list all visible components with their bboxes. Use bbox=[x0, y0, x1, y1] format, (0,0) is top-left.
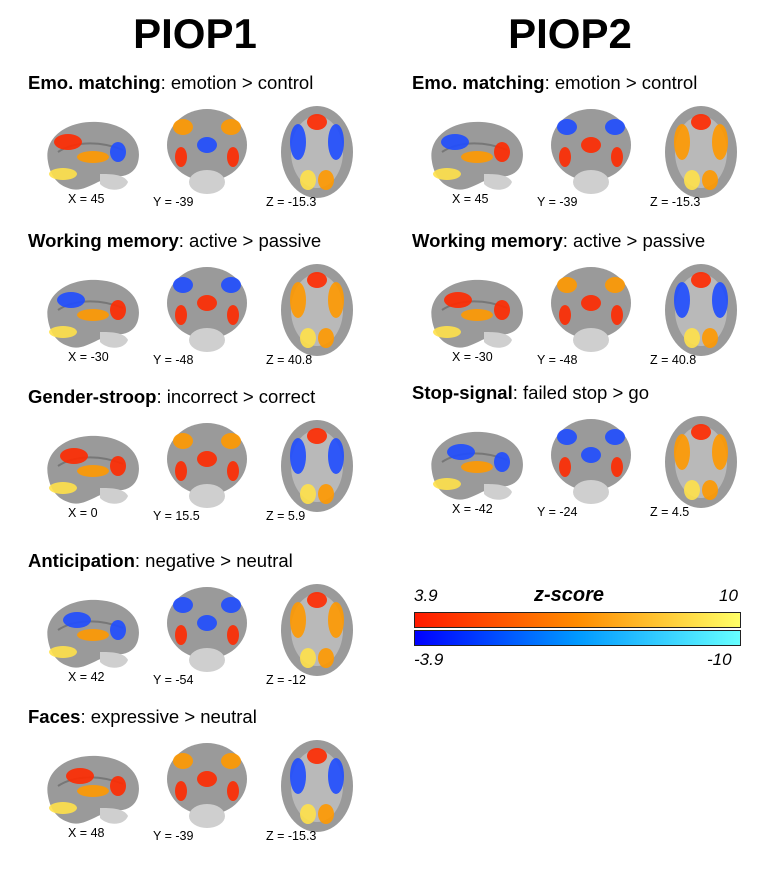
coronal-coordinate: Y = -39 bbox=[153, 195, 194, 209]
axial-slice-image bbox=[278, 260, 356, 360]
task-name: Anticipation bbox=[28, 550, 135, 571]
brain-slices: X = 45 Y = -39 Z = -15.3 bbox=[38, 102, 388, 209]
coronal-coordinate: Y = -54 bbox=[153, 673, 194, 687]
colorbar-pos-max: 10 bbox=[719, 586, 738, 605]
sagittal-slice-image bbox=[38, 426, 148, 511]
sagittal-slice-image bbox=[422, 422, 532, 507]
coronal-coordinate: Y = -48 bbox=[153, 353, 194, 367]
contrast-label: : failed stop > go bbox=[512, 382, 650, 403]
axial-slice-image bbox=[278, 102, 356, 202]
sagittal-coordinate: X = 42 bbox=[68, 670, 105, 684]
axial-coordinate: Z = -12 bbox=[266, 673, 306, 687]
sagittal-coordinate: X = 45 bbox=[68, 192, 105, 206]
task-name: Gender-stroop bbox=[28, 386, 157, 407]
contrast-label: : emotion > control bbox=[160, 72, 314, 93]
column-title-piop2: PIOP2 bbox=[508, 10, 632, 57]
task-name: Stop-signal bbox=[412, 382, 513, 403]
axial-slice-image bbox=[278, 580, 356, 680]
sagittal-coordinate: X = -30 bbox=[452, 350, 493, 364]
brain-panel: Faces: expressive > neutral X = 48 Y = -… bbox=[28, 706, 388, 846]
coronal-coordinate: Y = -24 bbox=[537, 505, 578, 519]
zscore-colorbar: 3.9 z-score 10 -3.9 -10 bbox=[414, 584, 744, 674]
panel-title: Emo. matching: emotion > control bbox=[28, 72, 313, 94]
axial-slice-image bbox=[662, 260, 740, 360]
colorbar-title: z-score bbox=[534, 584, 605, 606]
brain-slices: X = 45 Y = -39 Z = -15.3 bbox=[422, 102, 772, 209]
brain-panel: Anticipation: negative > neutral X = 42 … bbox=[28, 550, 388, 690]
panel-title: Emo. matching: emotion > control bbox=[412, 72, 697, 94]
brain-panel: Gender-stroop: incorrect > correct X = 0… bbox=[28, 386, 388, 526]
panel-title: Working memory: active > passive bbox=[412, 230, 705, 252]
brain-slices: X = 0 Y = 15.5 Z = 5.9 bbox=[38, 416, 388, 523]
sagittal-slice-image bbox=[38, 270, 148, 355]
task-name: Working memory bbox=[412, 230, 563, 251]
colorbar-pos-min: 3.9 bbox=[414, 586, 438, 605]
sagittal-slice-image bbox=[422, 270, 532, 355]
colorbar-negative-gradient bbox=[414, 630, 741, 646]
sagittal-coordinate: X = 48 bbox=[68, 826, 105, 840]
axial-coordinate: Z = 40.8 bbox=[266, 353, 313, 367]
contrast-label: : expressive > neutral bbox=[80, 706, 257, 727]
sagittal-slice-image bbox=[38, 746, 148, 831]
sagittal-slice-image bbox=[422, 112, 532, 197]
sagittal-slice-image bbox=[38, 112, 148, 197]
brain-panel: Stop-signal: failed stop > go X = -42 Y … bbox=[412, 382, 772, 522]
coronal-coordinate: Y = -48 bbox=[537, 353, 578, 367]
sagittal-slice-image bbox=[38, 590, 148, 675]
axial-coordinate: Z = 5.9 bbox=[266, 509, 306, 523]
sagittal-coordinate: X = 45 bbox=[452, 192, 489, 206]
contrast-label: : active > passive bbox=[562, 230, 706, 251]
task-name: Working memory bbox=[28, 230, 179, 251]
contrast-label: : negative > neutral bbox=[134, 550, 293, 571]
contrast-label: : incorrect > correct bbox=[156, 386, 316, 407]
axial-coordinate: Z = 4.5 bbox=[650, 505, 690, 519]
axial-slice-image bbox=[662, 102, 740, 202]
column-title-piop1: PIOP1 bbox=[133, 10, 257, 57]
coronal-slice-image bbox=[547, 107, 635, 197]
brain-panel: Emo. matching: emotion > control X = 45 … bbox=[412, 72, 772, 212]
axial-coordinate: Z = -15.3 bbox=[650, 195, 701, 209]
colorbar-positive-gradient bbox=[414, 612, 741, 628]
task-name: Faces bbox=[28, 706, 81, 727]
task-name: Emo. matching bbox=[412, 72, 545, 93]
brain-slices: X = -42 Y = -24 Z = 4.5 bbox=[422, 412, 772, 519]
sagittal-coordinate: X = -30 bbox=[68, 350, 109, 364]
coronal-coordinate: Y = -39 bbox=[537, 195, 578, 209]
coronal-slice-image bbox=[547, 417, 635, 507]
panel-title: Faces: expressive > neutral bbox=[28, 706, 257, 728]
coronal-coordinate: Y = 15.5 bbox=[153, 509, 200, 523]
axial-coordinate: Z = 40.8 bbox=[650, 353, 697, 367]
axial-slice-image bbox=[278, 416, 356, 516]
coronal-slice-image bbox=[547, 265, 635, 355]
axial-coordinate: Z = -15.3 bbox=[266, 829, 317, 843]
brain-panel: Working memory: active > passive X = -30… bbox=[412, 230, 772, 370]
colorbar-neg-max: -10 bbox=[707, 650, 732, 669]
brain-slices: X = 42 Y = -54 Z = -12 bbox=[38, 580, 388, 687]
brain-slices: X = -30 Y = -48 Z = 40.8 bbox=[38, 260, 388, 367]
coronal-slice-image bbox=[163, 741, 251, 831]
panel-title: Gender-stroop: incorrect > correct bbox=[28, 386, 315, 408]
brain-panel: Emo. matching: emotion > control X = 45 … bbox=[28, 72, 388, 212]
axial-coordinate: Z = -15.3 bbox=[266, 195, 317, 209]
brain-slices: X = 48 Y = -39 Z = -15.3 bbox=[38, 736, 388, 843]
panel-title: Working memory: active > passive bbox=[28, 230, 321, 252]
sagittal-coordinate: X = 0 bbox=[68, 506, 98, 520]
coronal-slice-image bbox=[163, 421, 251, 511]
contrast-label: : active > passive bbox=[178, 230, 322, 251]
sagittal-coordinate: X = -42 bbox=[452, 502, 493, 516]
panel-title: Anticipation: negative > neutral bbox=[28, 550, 293, 572]
panel-title: Stop-signal: failed stop > go bbox=[412, 382, 649, 404]
axial-slice-image bbox=[278, 736, 356, 836]
coronal-slice-image bbox=[163, 585, 251, 675]
axial-slice-image bbox=[662, 412, 740, 512]
coronal-slice-image bbox=[163, 265, 251, 355]
brain-slices: X = -30 Y = -48 Z = 40.8 bbox=[422, 260, 772, 367]
brain-panel: Working memory: active > passive X = -30… bbox=[28, 230, 388, 370]
colorbar-neg-min: -3.9 bbox=[414, 650, 444, 669]
contrast-label: : emotion > control bbox=[544, 72, 698, 93]
coronal-coordinate: Y = -39 bbox=[153, 829, 194, 843]
task-name: Emo. matching bbox=[28, 72, 161, 93]
coronal-slice-image bbox=[163, 107, 251, 197]
